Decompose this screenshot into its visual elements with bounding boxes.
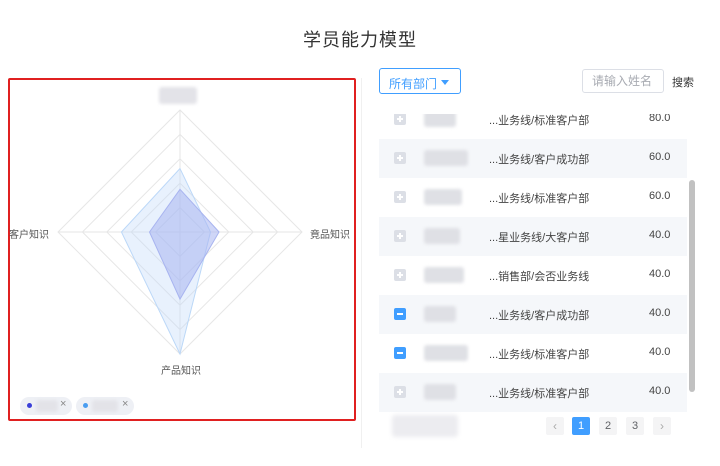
scrollbar-thumb[interactable] <box>689 180 695 392</box>
panel-divider <box>361 78 362 448</box>
list-item[interactable]: ...业务线/客户成功部 60.0 <box>379 139 687 178</box>
expand-checkbox[interactable] <box>394 114 406 125</box>
caret-down-icon <box>441 80 449 85</box>
legend-color-dot <box>83 403 88 408</box>
total-count-redacted <box>392 415 458 437</box>
list-item[interactable]: ...业务线/标准客户部 40.0 <box>379 373 687 412</box>
score-value: 40.0 <box>649 307 671 319</box>
close-icon[interactable]: × <box>60 398 67 410</box>
list-item[interactable]: ...业务线/标准客户部 40.0 <box>379 334 687 373</box>
radar-chart-panel: 竟品知识 产品知识 客户知识 × × <box>8 78 356 421</box>
department-path: ...业务线/客户成功部 <box>489 310 590 322</box>
radar-chart <box>57 109 303 356</box>
department-path: ...业务线/标准客户部 <box>489 193 590 205</box>
department-path: ...星业务线/大客户部 <box>489 232 590 244</box>
page-button-3[interactable]: 3 <box>626 417 644 435</box>
close-icon[interactable]: × <box>122 398 129 410</box>
next-page-button[interactable]: › <box>653 417 671 435</box>
list-item[interactable]: ...销售部/会否业务线 40.0 <box>379 256 687 295</box>
score-value: 40.0 <box>649 229 671 241</box>
expand-checkbox[interactable] <box>394 191 406 203</box>
list-item[interactable]: ...星业务线/大客户部 40.0 <box>379 217 687 256</box>
legend-item-1[interactable]: × <box>20 397 72 415</box>
expand-checkbox[interactable] <box>394 269 406 281</box>
legend-color-dot <box>27 403 32 408</box>
list-item[interactable]: ...业务线/标准客户部 80.0 <box>379 114 687 139</box>
department-path: ...业务线/标准客户部 <box>489 349 590 361</box>
score-value: 40.0 <box>649 346 671 358</box>
expand-checkbox[interactable] <box>394 386 406 398</box>
student-name-redacted <box>424 267 464 283</box>
axis-label-top-redacted <box>159 87 197 104</box>
legend-item-2[interactable]: × <box>76 397 134 415</box>
legend-name-redacted <box>92 400 118 412</box>
axis-label-customer-knowledge: 客户知识 <box>9 230 49 241</box>
department-path: ...业务线/标准客户部 <box>489 115 590 127</box>
student-name-redacted <box>424 189 462 205</box>
score-value: 40.0 <box>649 268 671 280</box>
student-name-redacted <box>424 228 460 244</box>
list-item[interactable]: ...业务线/客户成功部 40.0 <box>379 295 687 334</box>
score-value: 40.0 <box>649 385 671 397</box>
score-value: 80.0 <box>649 114 671 124</box>
axis-label-product-knowledge: 产品知识 <box>161 366 201 377</box>
search-button[interactable]: 搜索 <box>672 77 694 89</box>
department-select-label: 所有部门 <box>389 77 438 91</box>
radar-series-area <box>148 188 220 301</box>
page-button-1[interactable]: 1 <box>572 417 590 435</box>
legend-name-redacted <box>36 400 58 412</box>
page-title: 学员能力模型 <box>303 30 417 50</box>
collapse-checkbox[interactable] <box>394 308 406 320</box>
score-value: 60.0 <box>649 151 671 163</box>
list-item[interactable]: ...业务线/标准客户部 60.0 <box>379 178 687 217</box>
name-search-input[interactable] <box>582 69 664 93</box>
expand-checkbox[interactable] <box>394 152 406 164</box>
collapse-checkbox[interactable] <box>394 347 406 359</box>
student-name-redacted <box>424 150 468 166</box>
department-path: ...业务线/客户成功部 <box>489 154 590 166</box>
department-path: ...销售部/会否业务线 <box>489 271 590 283</box>
department-path: ...业务线/标准客户部 <box>489 388 590 400</box>
student-name-redacted <box>424 345 468 361</box>
department-select[interactable]: 所有部门 <box>379 68 461 94</box>
score-value: 60.0 <box>649 190 671 202</box>
page-button-2[interactable]: 2 <box>599 417 617 435</box>
student-name-redacted <box>424 306 456 322</box>
axis-label-competitor-knowledge: 竟品知识 <box>310 230 350 241</box>
prev-page-button[interactable]: ‹ <box>546 417 564 435</box>
student-name-redacted <box>424 384 456 400</box>
student-name-redacted <box>424 114 456 127</box>
expand-checkbox[interactable] <box>394 230 406 242</box>
